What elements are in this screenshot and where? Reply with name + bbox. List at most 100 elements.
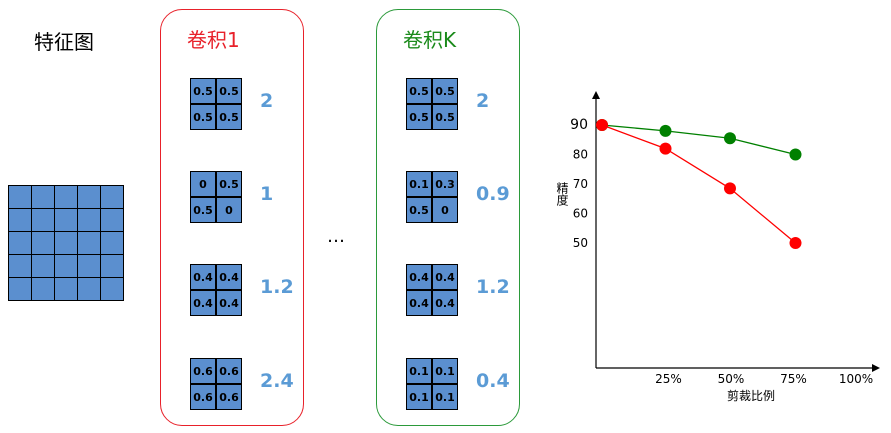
feature-map-cell <box>32 255 54 277</box>
kernel-weight: 0.5 <box>407 198 431 222</box>
series-line-0 <box>601 124 796 156</box>
kernel-score: 0.4 <box>476 370 510 392</box>
x-tick-label: 50% <box>718 372 745 386</box>
x-tick-label: 75% <box>780 372 807 386</box>
kernel-weight: 0.4 <box>217 291 241 315</box>
series-line-1 <box>601 124 796 244</box>
kernel-weight: 0.1 <box>407 359 431 383</box>
kernel-score: 1.2 <box>476 276 510 298</box>
kernel-weight: 0.5 <box>191 198 215 222</box>
kernel-weight: 0.4 <box>433 291 457 315</box>
x-tick-label: 100% <box>839 372 873 386</box>
feature-map-cell <box>101 209 123 231</box>
kernel-weight: 0.1 <box>433 385 457 409</box>
series-point <box>596 119 608 131</box>
kernel-weight: 0.6 <box>217 359 241 383</box>
kernel-score: 1.2 <box>260 276 294 298</box>
kernel-weight: 0 <box>217 198 241 222</box>
x-axis-arrow <box>872 364 880 372</box>
feature-map-cell <box>55 278 77 300</box>
ellipsis: … <box>327 226 346 247</box>
kernel-weight: 0.5 <box>433 79 457 103</box>
kernel-weight: 0.6 <box>191 385 215 409</box>
kernel-weight: 0.5 <box>217 172 241 196</box>
kernel-weight: 0.1 <box>407 385 431 409</box>
feature-map-cell <box>55 209 77 231</box>
feature-map-cell <box>32 186 54 208</box>
kernel-score: 0.9 <box>476 183 510 205</box>
x-tick-label: 25% <box>655 372 682 386</box>
kernel-weight: 0.4 <box>433 265 457 289</box>
feature-map-cell <box>9 186 31 208</box>
kernel-weight: 0.4 <box>217 265 241 289</box>
series-point <box>789 237 802 249</box>
kernel-score: 2 <box>260 90 274 112</box>
conv-panel-title: 卷积1 <box>187 28 240 52</box>
kernel-weight: 0.5 <box>217 105 241 129</box>
kernel-weight: 0.6 <box>217 385 241 409</box>
feature-map-cell <box>101 232 123 254</box>
feature-map-cell <box>101 255 123 277</box>
kernel-weight: 0.5 <box>407 105 431 129</box>
kernel-weight: 0.5 <box>191 105 215 129</box>
series-point <box>659 124 672 137</box>
kernel-weight: 0.4 <box>407 291 431 315</box>
kernel-weight: 0.3 <box>433 172 457 196</box>
kernel-weight: 0.5 <box>407 79 431 103</box>
feature-map-cell <box>55 255 77 277</box>
kernel-weight: 0.5 <box>433 105 457 129</box>
y-axis-label: 精度 <box>555 182 569 206</box>
feature-map-cell <box>9 278 31 300</box>
series-point <box>724 132 736 145</box>
y-axis-arrow <box>592 91 600 99</box>
y-tick-label: 50 <box>573 236 588 250</box>
feature-map-cell <box>78 255 100 277</box>
y-tick-label: 90 <box>570 117 588 133</box>
feature-map-cell <box>78 232 100 254</box>
feature-map-cell <box>55 232 77 254</box>
kernel-weight: 0.6 <box>191 359 215 383</box>
kernel-weight: 0.4 <box>407 265 431 289</box>
feature-map-cell <box>9 209 31 231</box>
kernel-weight: 0.1 <box>407 172 431 196</box>
kernel-score: 2.4 <box>260 370 294 392</box>
feature-map-cell <box>101 186 123 208</box>
series-point <box>659 142 672 155</box>
y-tick-label: 80 <box>573 148 588 162</box>
feature-map-cell <box>32 209 54 231</box>
series-point <box>724 182 736 195</box>
kernel-weight: 0.4 <box>191 265 215 289</box>
conv-panel-title: 卷积K <box>403 28 457 52</box>
kernel-weight: 0.5 <box>217 79 241 103</box>
kernel-weight: 0 <box>191 172 215 196</box>
feature-map-cell <box>32 278 54 300</box>
feature-map-cell <box>101 278 123 300</box>
kernel-score: 1 <box>260 183 274 205</box>
feature-map-cell <box>78 209 100 231</box>
feature-map-cell <box>55 186 77 208</box>
feature-map-cell <box>78 278 100 300</box>
feature-map-title: 特征图 <box>34 30 94 54</box>
kernel-weight: 0.1 <box>433 359 457 383</box>
feature-map-cell <box>9 255 31 277</box>
feature-map-cell <box>9 232 31 254</box>
series-point <box>789 148 802 161</box>
kernel-score: 2 <box>476 90 490 112</box>
y-tick-label: 60 <box>573 207 588 221</box>
x-axis-label: 剪裁比例 <box>727 388 775 403</box>
feature-map-cell <box>78 186 100 208</box>
feature-map-cell <box>32 232 54 254</box>
y-tick-label: 70 <box>573 177 588 191</box>
kernel-weight: 0.4 <box>191 291 215 315</box>
